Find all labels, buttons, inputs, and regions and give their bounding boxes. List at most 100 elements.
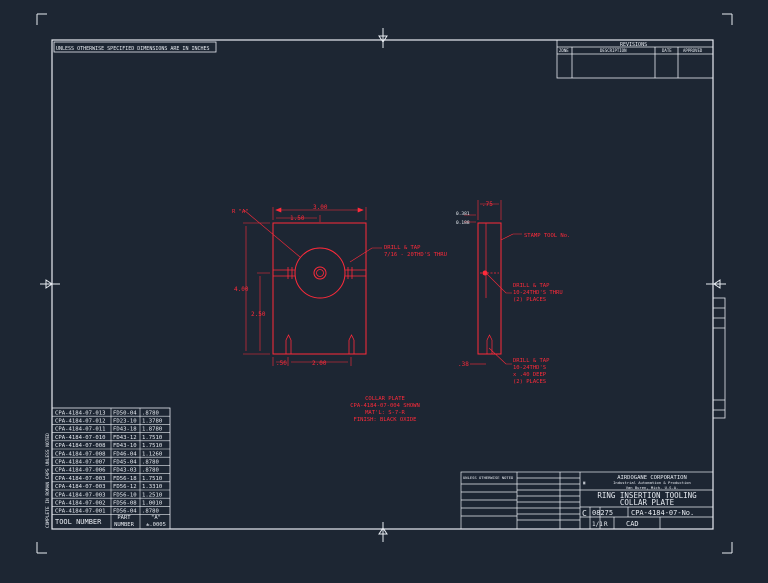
tool-number-cell: CPA-4184-07-012 xyxy=(55,419,106,425)
dim-bottom-spacing: 2.00 xyxy=(312,360,327,367)
notes-header-box xyxy=(53,41,217,53)
drawing-title-1: RING INSERTION TOOLING xyxy=(597,491,697,500)
side-dim-bottom: .38 xyxy=(458,361,469,368)
part-number-cell: FD56-10 xyxy=(113,492,137,498)
tool-table-side-text: COMPLETE IN ROMAN CAPS UNLESS NOTED xyxy=(45,433,51,528)
side-callout2-line1: DRILL & TAP xyxy=(513,358,550,364)
part-note-1: COLLAR PLATE xyxy=(365,396,405,402)
a-value-cell: 1.0010 xyxy=(142,501,162,507)
side-dimension-lines xyxy=(464,200,522,365)
notes-header-text: UNLESS OTHERWISE SPECIFIED DIMENSIONS AR… xyxy=(56,46,210,52)
side-callout2-line3: x .40 DEEP xyxy=(513,372,547,378)
part-number-header-2: NUMBER xyxy=(114,522,135,528)
tool-number-cell: CPA-4184-07-013 xyxy=(55,410,106,416)
centering-marks xyxy=(40,28,726,542)
tool-number-cell: CPA-4184-07-006 xyxy=(55,468,106,474)
tool-number-cell: CPA-4184-07-002 xyxy=(55,501,106,507)
side-hole-marker xyxy=(482,270,488,276)
dim-overall-width: 3.00 xyxy=(313,204,328,211)
side-dim-b: 0.188 xyxy=(456,220,470,226)
bottom-tapped-holes xyxy=(285,334,355,354)
tapped-hole-inner xyxy=(316,269,324,277)
side-callout1-line3: (2) PLACES xyxy=(513,297,546,303)
a-value-cell: 1.7510 xyxy=(142,476,162,482)
tool-number-table: COMPLETE IN ROMAN CAPS UNLESS NOTED CPA-… xyxy=(45,407,171,530)
cad-label: CAD xyxy=(626,520,639,528)
rev-header-zone: ZONE xyxy=(559,48,569,53)
tool-number-cell: CPA-4184-07-001 xyxy=(55,509,106,515)
a-value-cell: .8780 xyxy=(142,410,159,416)
part-note-3: MAT'L: S-7-R xyxy=(365,410,405,416)
collar-bore-circle xyxy=(294,247,346,299)
drawing-scale: 1/1 xyxy=(592,521,603,528)
stamp-tool-label: STAMP TOOL No. xyxy=(524,233,570,239)
side-view: .75 0.381 0.188 STAMP TOOL No. DRILL & T… xyxy=(456,200,570,385)
side-dim-a: 0.381 xyxy=(456,211,470,217)
a-value-cell: 1.1260 xyxy=(142,451,162,457)
part-number-cell: FD43-10 xyxy=(113,443,137,449)
company-line3: Van Buren, Mich. U.S.A. xyxy=(626,485,679,490)
a-value-cell: 1.8780 xyxy=(142,427,162,433)
a-header-2: ±.0005 xyxy=(146,522,166,528)
tool-number-cell: CPA-4184-07-003 xyxy=(55,484,106,490)
front-callout-line2: 7/16 - 20THD'S THRU xyxy=(384,252,447,258)
a-value-cell: 1.2510 xyxy=(142,492,162,498)
ref-label-a: R "A" xyxy=(232,209,249,215)
title-block-grid xyxy=(460,471,714,530)
part-number-cell: FD50-04 xyxy=(113,410,137,416)
part-number-cell: FD23-10 xyxy=(113,419,137,425)
a-value-cell: .8780 xyxy=(142,509,159,515)
company-name: AIRDOGANE CORPORATION xyxy=(617,475,687,481)
side-callout2-line4: (2) PLACES xyxy=(513,379,546,385)
cage-code: 08275 xyxy=(592,509,613,517)
part-number-cell: FD56-04 xyxy=(113,509,137,515)
front-dimension-lines xyxy=(243,207,382,366)
tool-number-cell: CPA-4184-07-007 xyxy=(55,460,106,466)
tool-number-cell: CPA-4184-07-011 xyxy=(55,427,106,433)
part-number-cell: FD56-12 xyxy=(113,484,137,490)
tool-number-cell: CPA-4184-07-008 xyxy=(55,443,106,449)
a-value-cell: .8780 xyxy=(142,460,159,466)
a-value-cell: 1.3310 xyxy=(142,484,162,490)
part-note-4: FINISH: BLACK OXIDE xyxy=(354,417,417,423)
part-number-cell: FD46-04 xyxy=(113,451,137,457)
a-value-cell: 1.7510 xyxy=(142,435,162,441)
part-note-2: CPA-4184-07-004 SHOWN xyxy=(350,403,420,409)
title-block: UNLESS OTHERWISE NOTED AIRDOGANE CORPORA… xyxy=(460,471,714,530)
side-callout1-line1: DRILL & TAP xyxy=(513,283,550,289)
front-view: 3.00 1.50 R "A" 4.00 2.50 .50 2.00 DRILL… xyxy=(232,204,447,367)
tapped-hole-circle xyxy=(313,266,327,280)
rev-header-approved: APPROVED xyxy=(683,48,703,53)
dim-hole-offset: 1.50 xyxy=(290,215,305,222)
drawing-title-2: COLLAR PLATE xyxy=(620,498,675,507)
company-logo-text: ▣ xyxy=(583,480,586,485)
tool-number-cell: CPA-4184-07-003 xyxy=(55,492,106,498)
tool-table-lines xyxy=(52,408,170,529)
corner-marks xyxy=(36,13,733,554)
tool-number-header: TOOL NUMBER xyxy=(55,518,102,526)
dim-bottom-left: .50 xyxy=(276,360,287,367)
revisions-title: REVISIONS xyxy=(620,42,647,48)
side-callout1-line2: 10-24THD'S THRU xyxy=(513,290,563,296)
revisions-table xyxy=(556,39,714,79)
tool-number-cell: CPA-4184-07-010 xyxy=(55,435,106,441)
rev-header-description: DESCRIPTION xyxy=(600,48,627,53)
tool-number-cell: CPA-4184-07-003 xyxy=(55,476,106,482)
tool-number-cell: CPA-4184-07-008 xyxy=(55,451,106,457)
dim-hole-height: 2.50 xyxy=(251,311,266,318)
side-plate-outline xyxy=(477,222,502,355)
a-value-cell: 1.7510 xyxy=(142,443,162,449)
side-callout2-line2: 10-24THD'S xyxy=(513,365,546,371)
part-number-cell: FD43-12 xyxy=(113,435,137,441)
part-number-header-1: PART xyxy=(117,515,131,521)
a-header-1: "A" xyxy=(151,515,161,521)
tb-left-header: UNLESS OTHERWISE NOTED xyxy=(463,475,514,480)
slot-features xyxy=(273,267,366,279)
dim-height: 4.00 xyxy=(234,286,249,293)
part-number-cell: FD45-04 xyxy=(113,460,137,466)
sheet-size: C xyxy=(582,509,587,518)
front-callout-line1: DRILL & TAP xyxy=(384,245,421,251)
side-hidden-lines xyxy=(480,223,499,354)
